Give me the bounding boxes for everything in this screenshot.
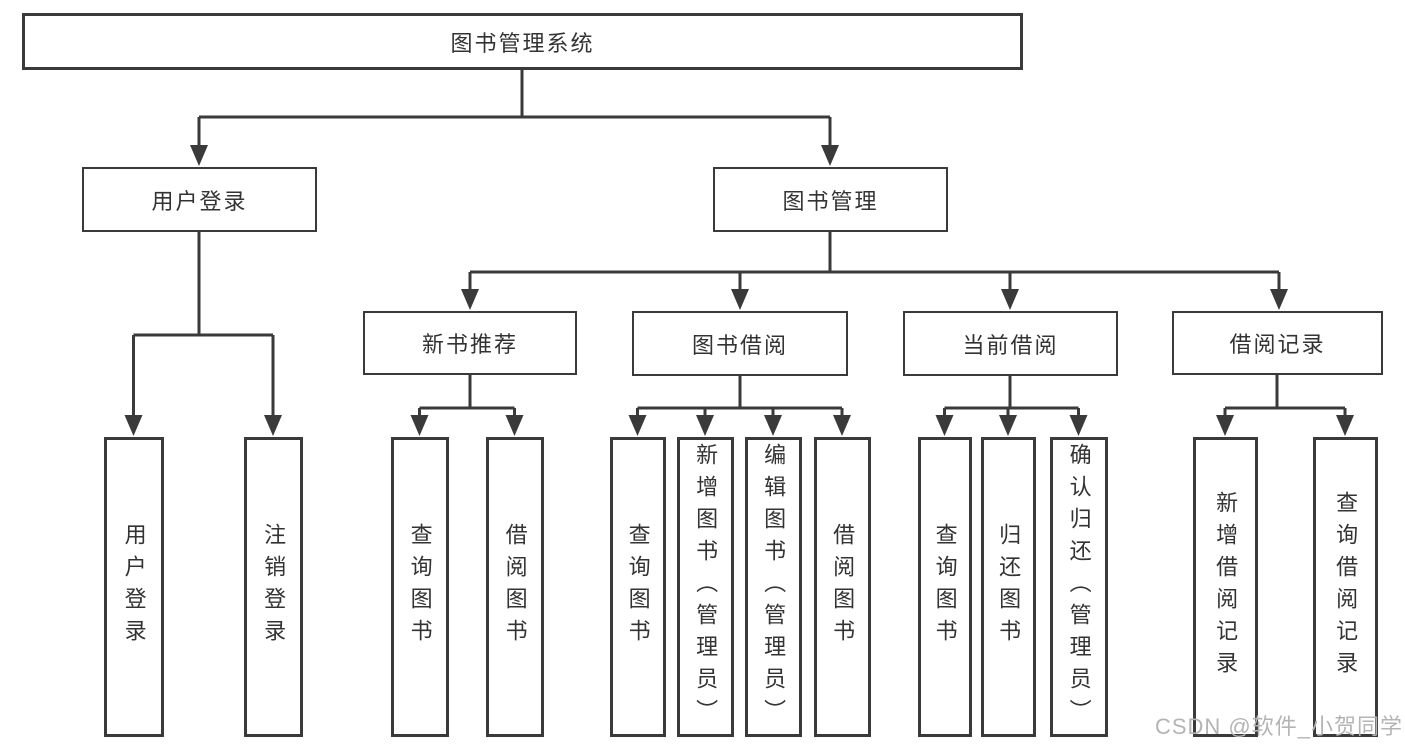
leaf-query-books-current: 查询图书 (918, 437, 972, 737)
edge-userlogin-to-leaves (132, 232, 275, 416)
arrowhead (833, 415, 851, 436)
leaf-query-books-borrowing: 查询图书 (610, 437, 666, 737)
arrowhead (461, 289, 479, 310)
leaf-borrow-books-borrowing: 借阅图书 (814, 437, 871, 737)
leaf-edit-books-admin: 编辑图书（管理员） (745, 437, 802, 737)
leaf-add-books-admin-label: 新增图书（管理员） (693, 443, 719, 731)
arrowhead (505, 415, 524, 436)
node-current-borrowing: 当前借阅 (903, 311, 1118, 376)
edge-root-to-level1 (197, 69, 832, 146)
edge-current-to-leaves (943, 375, 1080, 418)
edge-borrowing-to-leaves (636, 375, 844, 418)
leaf-query-books-borrowing-label: 查询图书 (625, 523, 651, 651)
arrowhead (999, 415, 1017, 436)
leaf-add-books-admin: 新增图书（管理员） (677, 437, 734, 737)
arrowhead (821, 145, 839, 166)
arrowhead (696, 415, 714, 436)
arrowhead (410, 415, 429, 436)
leaf-return-books-label: 归还图书 (996, 523, 1022, 651)
node-user-login-label: 用户登录 (151, 188, 248, 214)
arrowhead (1270, 289, 1288, 310)
leaf-add-borrow-record-label: 新增借阅记录 (1213, 491, 1239, 683)
leaf-query-books-recommend: 查询图书 (391, 437, 449, 737)
connector-lines (132, 69, 1347, 418)
leaf-query-borrow-record-label: 查询借阅记录 (1333, 491, 1359, 683)
leaf-query-books-current-label: 查询图书 (932, 523, 958, 651)
arrowhead (1001, 289, 1019, 310)
leaf-logout: 注销登录 (244, 437, 303, 737)
arrowhead (731, 289, 749, 310)
leaf-borrow-books-borrowing-label: 借阅图书 (830, 523, 856, 651)
edge-newbooks-to-leaves (418, 374, 516, 418)
arrowheads (124, 145, 1354, 436)
edge-bookmgmt-to-level2 (468, 232, 1281, 290)
node-current-borrowing-label: 当前借阅 (962, 332, 1059, 358)
leaf-edit-books-admin-label: 编辑图书（管理员） (761, 443, 787, 731)
node-book-borrowing: 图书借阅 (632, 311, 848, 376)
arrowhead (190, 145, 208, 166)
leaf-confirm-return-admin: 确认归还（管理员） (1050, 437, 1108, 737)
node-book-management-label: 图书管理 (782, 188, 879, 214)
node-borrowing-records-label: 借阅记录 (1229, 332, 1326, 357)
leaf-user-login-label: 用户登录 (121, 523, 147, 651)
node-root: 图书管理系统 (22, 13, 1023, 70)
leaf-confirm-return-admin-label: 确认归还（管理员） (1066, 443, 1092, 731)
leaf-query-borrow-record: 查询借阅记录 (1313, 437, 1378, 737)
leaf-borrow-books-recommend: 借阅图书 (486, 437, 544, 737)
arrowhead (764, 415, 782, 436)
edge-records-to-leaves (1223, 374, 1347, 418)
arrowhead (1069, 415, 1088, 436)
node-root-label: 图书管理系统 (450, 30, 595, 56)
node-book-borrowing-label: 图书借阅 (691, 332, 788, 358)
arrowhead (628, 415, 647, 436)
leaf-query-books-recommend-label: 查询图书 (407, 523, 433, 651)
arrowhead (264, 415, 282, 436)
node-new-book-recommend-label: 新书推荐 (421, 332, 518, 357)
arrowhead (935, 415, 954, 436)
node-new-book-recommend: 新书推荐 (363, 311, 577, 375)
node-user-login: 用户登录 (82, 167, 317, 232)
arrowhead (124, 415, 143, 436)
leaf-user-login: 用户登录 (104, 437, 164, 737)
node-borrowing-records: 借阅记录 (1172, 311, 1383, 375)
leaf-add-borrow-record: 新增借阅记录 (1193, 437, 1258, 737)
leaf-borrow-books-recommend-label: 借阅图书 (502, 523, 528, 651)
arrowhead (1336, 415, 1354, 436)
leaf-logout-label: 注销登录 (261, 523, 287, 651)
arrowhead (1216, 415, 1234, 436)
node-book-management: 图书管理 (713, 167, 948, 232)
leaf-return-books: 归还图书 (981, 437, 1036, 737)
